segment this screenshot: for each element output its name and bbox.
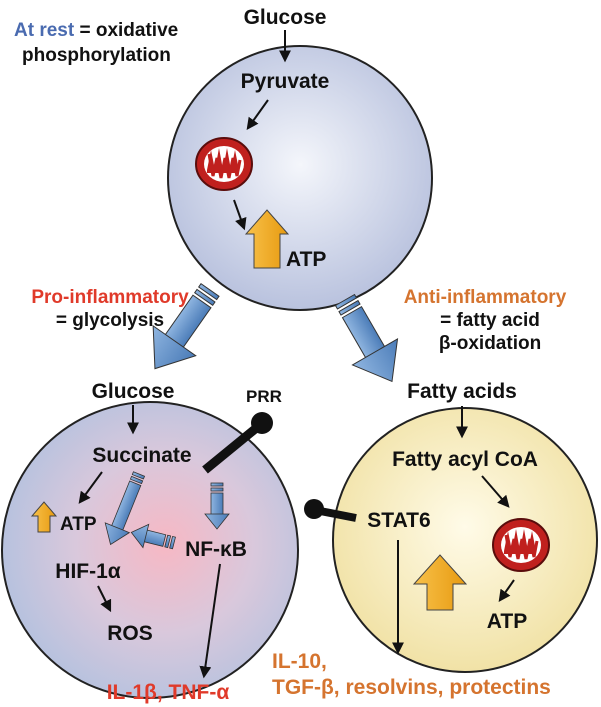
stat6-receptor-stem	[319, 507, 357, 522]
pro-cytokines-label: IL-1β, TNF-α	[107, 681, 230, 704]
fatty-acids-label: Fatty acids	[407, 380, 517, 403]
prr-label: PRR	[246, 387, 282, 406]
mito-to-atp-arrow	[233, 199, 247, 231]
nfkb-to-cytokines-arrow	[199, 563, 221, 679]
hif-label: HIF-1α	[55, 560, 121, 583]
glycolysis-label: = glycolysis	[56, 310, 164, 331]
anti-inflammatory-title: Anti-inflammatory	[404, 287, 567, 308]
anti-output-line1: IL-10,	[272, 650, 327, 673]
ros-label: ROS	[107, 622, 153, 645]
nfkb-label: NF-κB	[185, 538, 247, 561]
pyruvate-to-mito-arrow	[246, 99, 269, 130]
pyruvate-label: Pyruvate	[241, 70, 330, 93]
anti-inflammatory-arrow-icon	[334, 293, 399, 383]
left-atp-label: ATP	[60, 514, 97, 535]
succinate-to-atp-arrow	[78, 471, 103, 504]
beta-oxidation-label: β-oxidation	[439, 333, 541, 354]
anti-output-line2: TGF-β, resolvins, protectins	[272, 676, 551, 699]
top-atp-label: ATP	[286, 248, 326, 271]
mito-to-atp-arrow-right	[498, 579, 515, 602]
resting-cell	[167, 45, 433, 311]
right-atp-label: ATP	[487, 610, 527, 633]
fatty-acid-label: = fatty acid	[440, 310, 540, 331]
stat6-receptor-icon	[304, 499, 324, 519]
oxphos-label: phosphorylation	[22, 45, 171, 66]
pro-inflammatory-cell	[1, 401, 299, 699]
prr-to-nfkb-arrow-icon	[204, 482, 230, 530]
prr-receptor-stem	[202, 421, 263, 474]
prr-receptor-icon	[251, 412, 273, 434]
left-atp-up-icon	[30, 501, 58, 533]
succinate-to-hif-arrow-icon	[104, 471, 146, 546]
acylcoa-to-mito-arrow	[481, 475, 510, 508]
hif-to-ros-arrow	[97, 585, 112, 613]
stat6-label: STAT6	[367, 509, 430, 532]
succinate-label: Succinate	[92, 444, 191, 467]
right-mitochondrion-icon	[491, 517, 551, 573]
at-rest-label: At rest = oxidative	[14, 20, 178, 41]
nfkb-to-hif-arrow-icon	[130, 523, 176, 550]
pro-inflammatory-title: Pro-inflammatory	[31, 287, 189, 308]
left-glucose-label: Glucose	[92, 380, 175, 403]
top-mitochondrion-icon	[194, 136, 254, 192]
right-atp-up-icon	[412, 554, 468, 611]
top-glucose-label: Glucose	[244, 6, 327, 29]
atp-up-arrow-icon	[244, 209, 290, 269]
pro-inflammatory-arrow-icon	[152, 282, 220, 370]
fatty-acyl-coa-label: Fatty acyl CoA	[392, 448, 538, 471]
